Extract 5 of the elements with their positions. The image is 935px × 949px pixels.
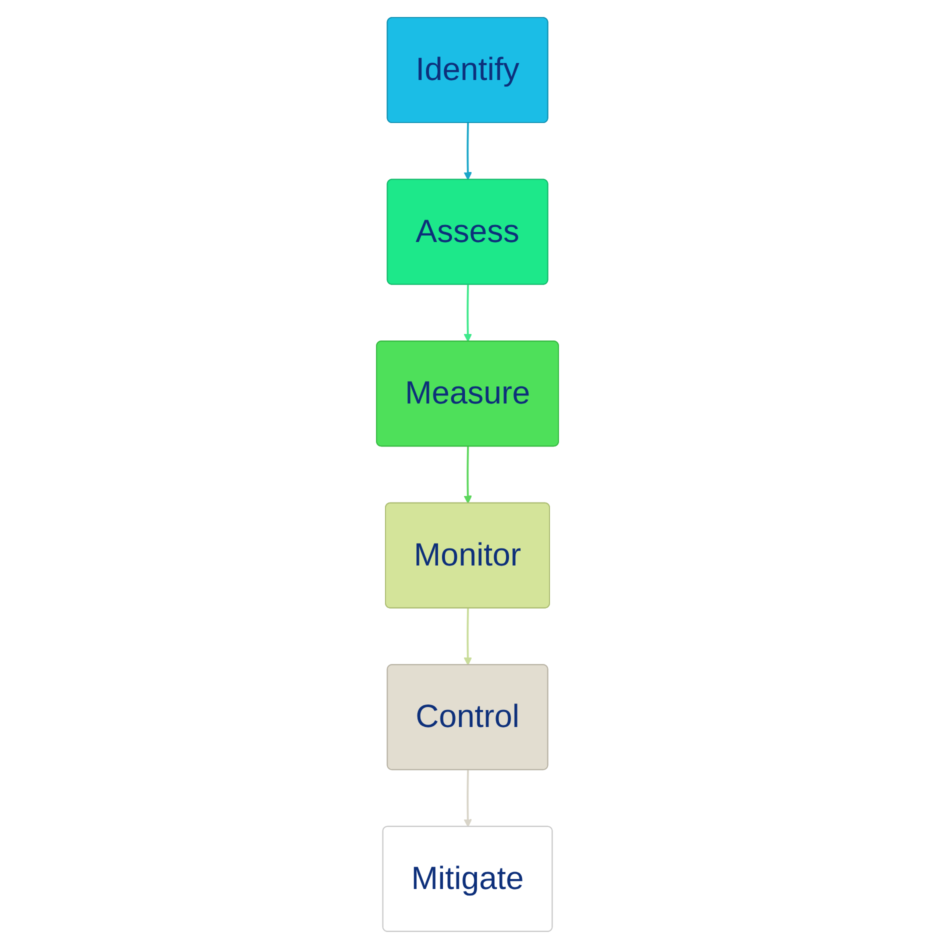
arrow bbox=[464, 446, 472, 504]
arrow bbox=[464, 770, 472, 828]
arrow bbox=[464, 123, 472, 180]
arrow bbox=[464, 284, 472, 342]
arrow bbox=[464, 608, 472, 666]
